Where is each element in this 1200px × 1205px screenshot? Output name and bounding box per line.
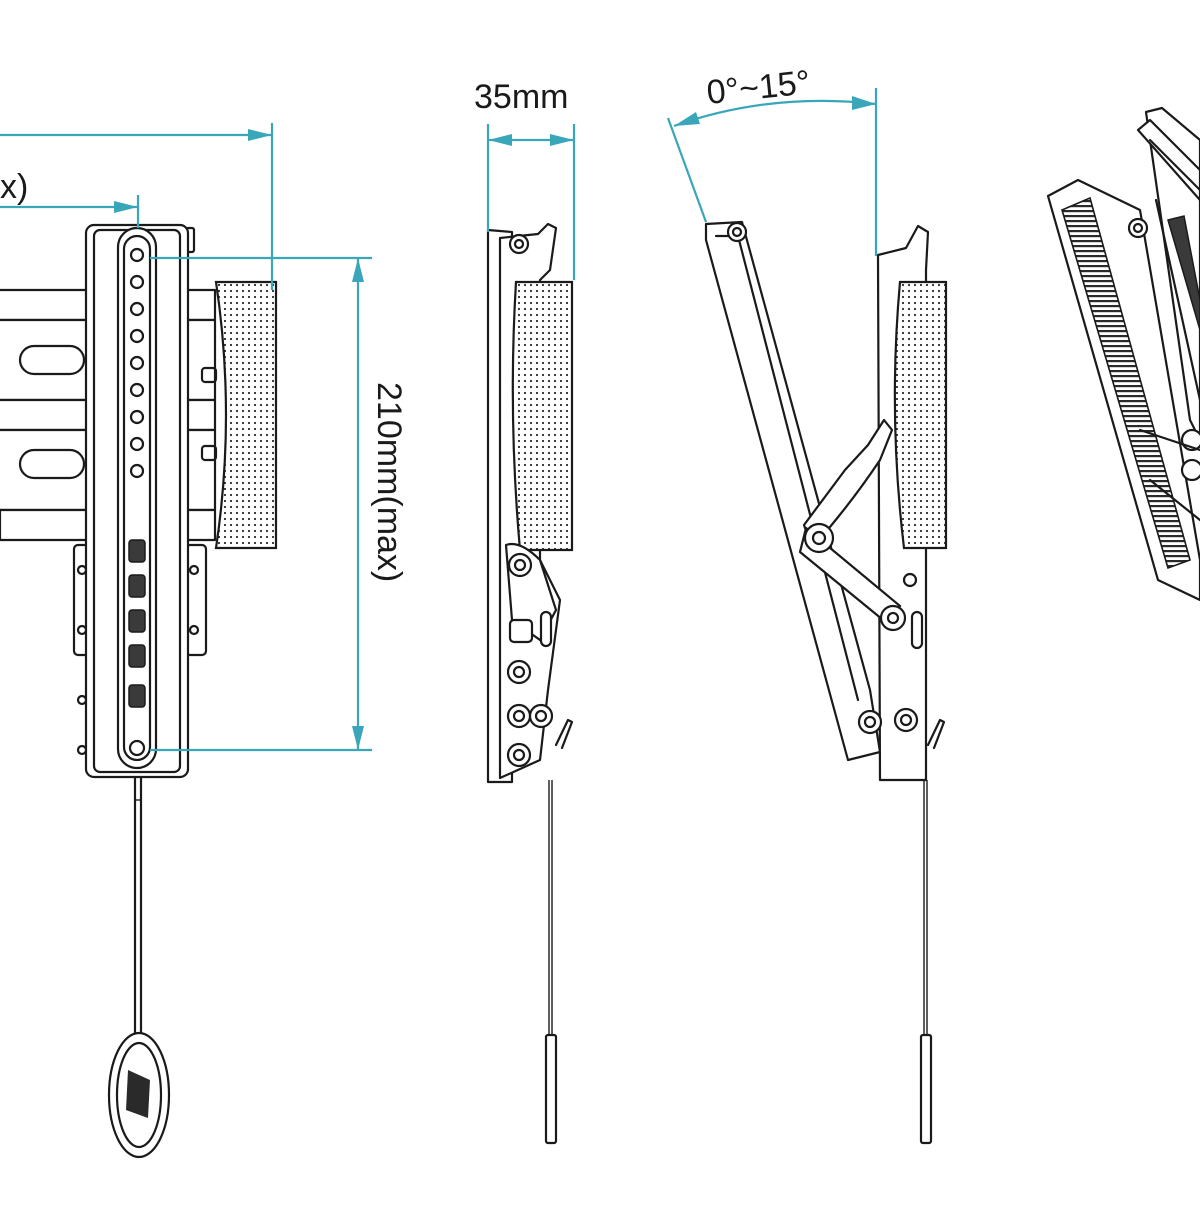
perspective-view	[1046, 106, 1200, 602]
side-bumper	[511, 280, 574, 552]
pull-cord	[107, 776, 171, 1159]
vertical-arm	[76, 223, 200, 779]
front-view: x) 210mm(max)	[0, 123, 408, 1159]
height-dimension-label: 210mm(max)	[370, 382, 408, 582]
brand-logo-icon	[126, 1070, 150, 1118]
height-dimension	[150, 256, 372, 752]
side-view-tilted	[666, 88, 948, 1145]
depth-dimension-label: 35mm	[474, 78, 568, 116]
front-bumper	[214, 280, 278, 550]
tilt-dimension-label: 0°~15°	[705, 63, 812, 112]
width-dimension-label: x)	[0, 168, 28, 206]
width-dimension	[0, 123, 274, 290]
side-view-flat	[486, 124, 576, 1145]
